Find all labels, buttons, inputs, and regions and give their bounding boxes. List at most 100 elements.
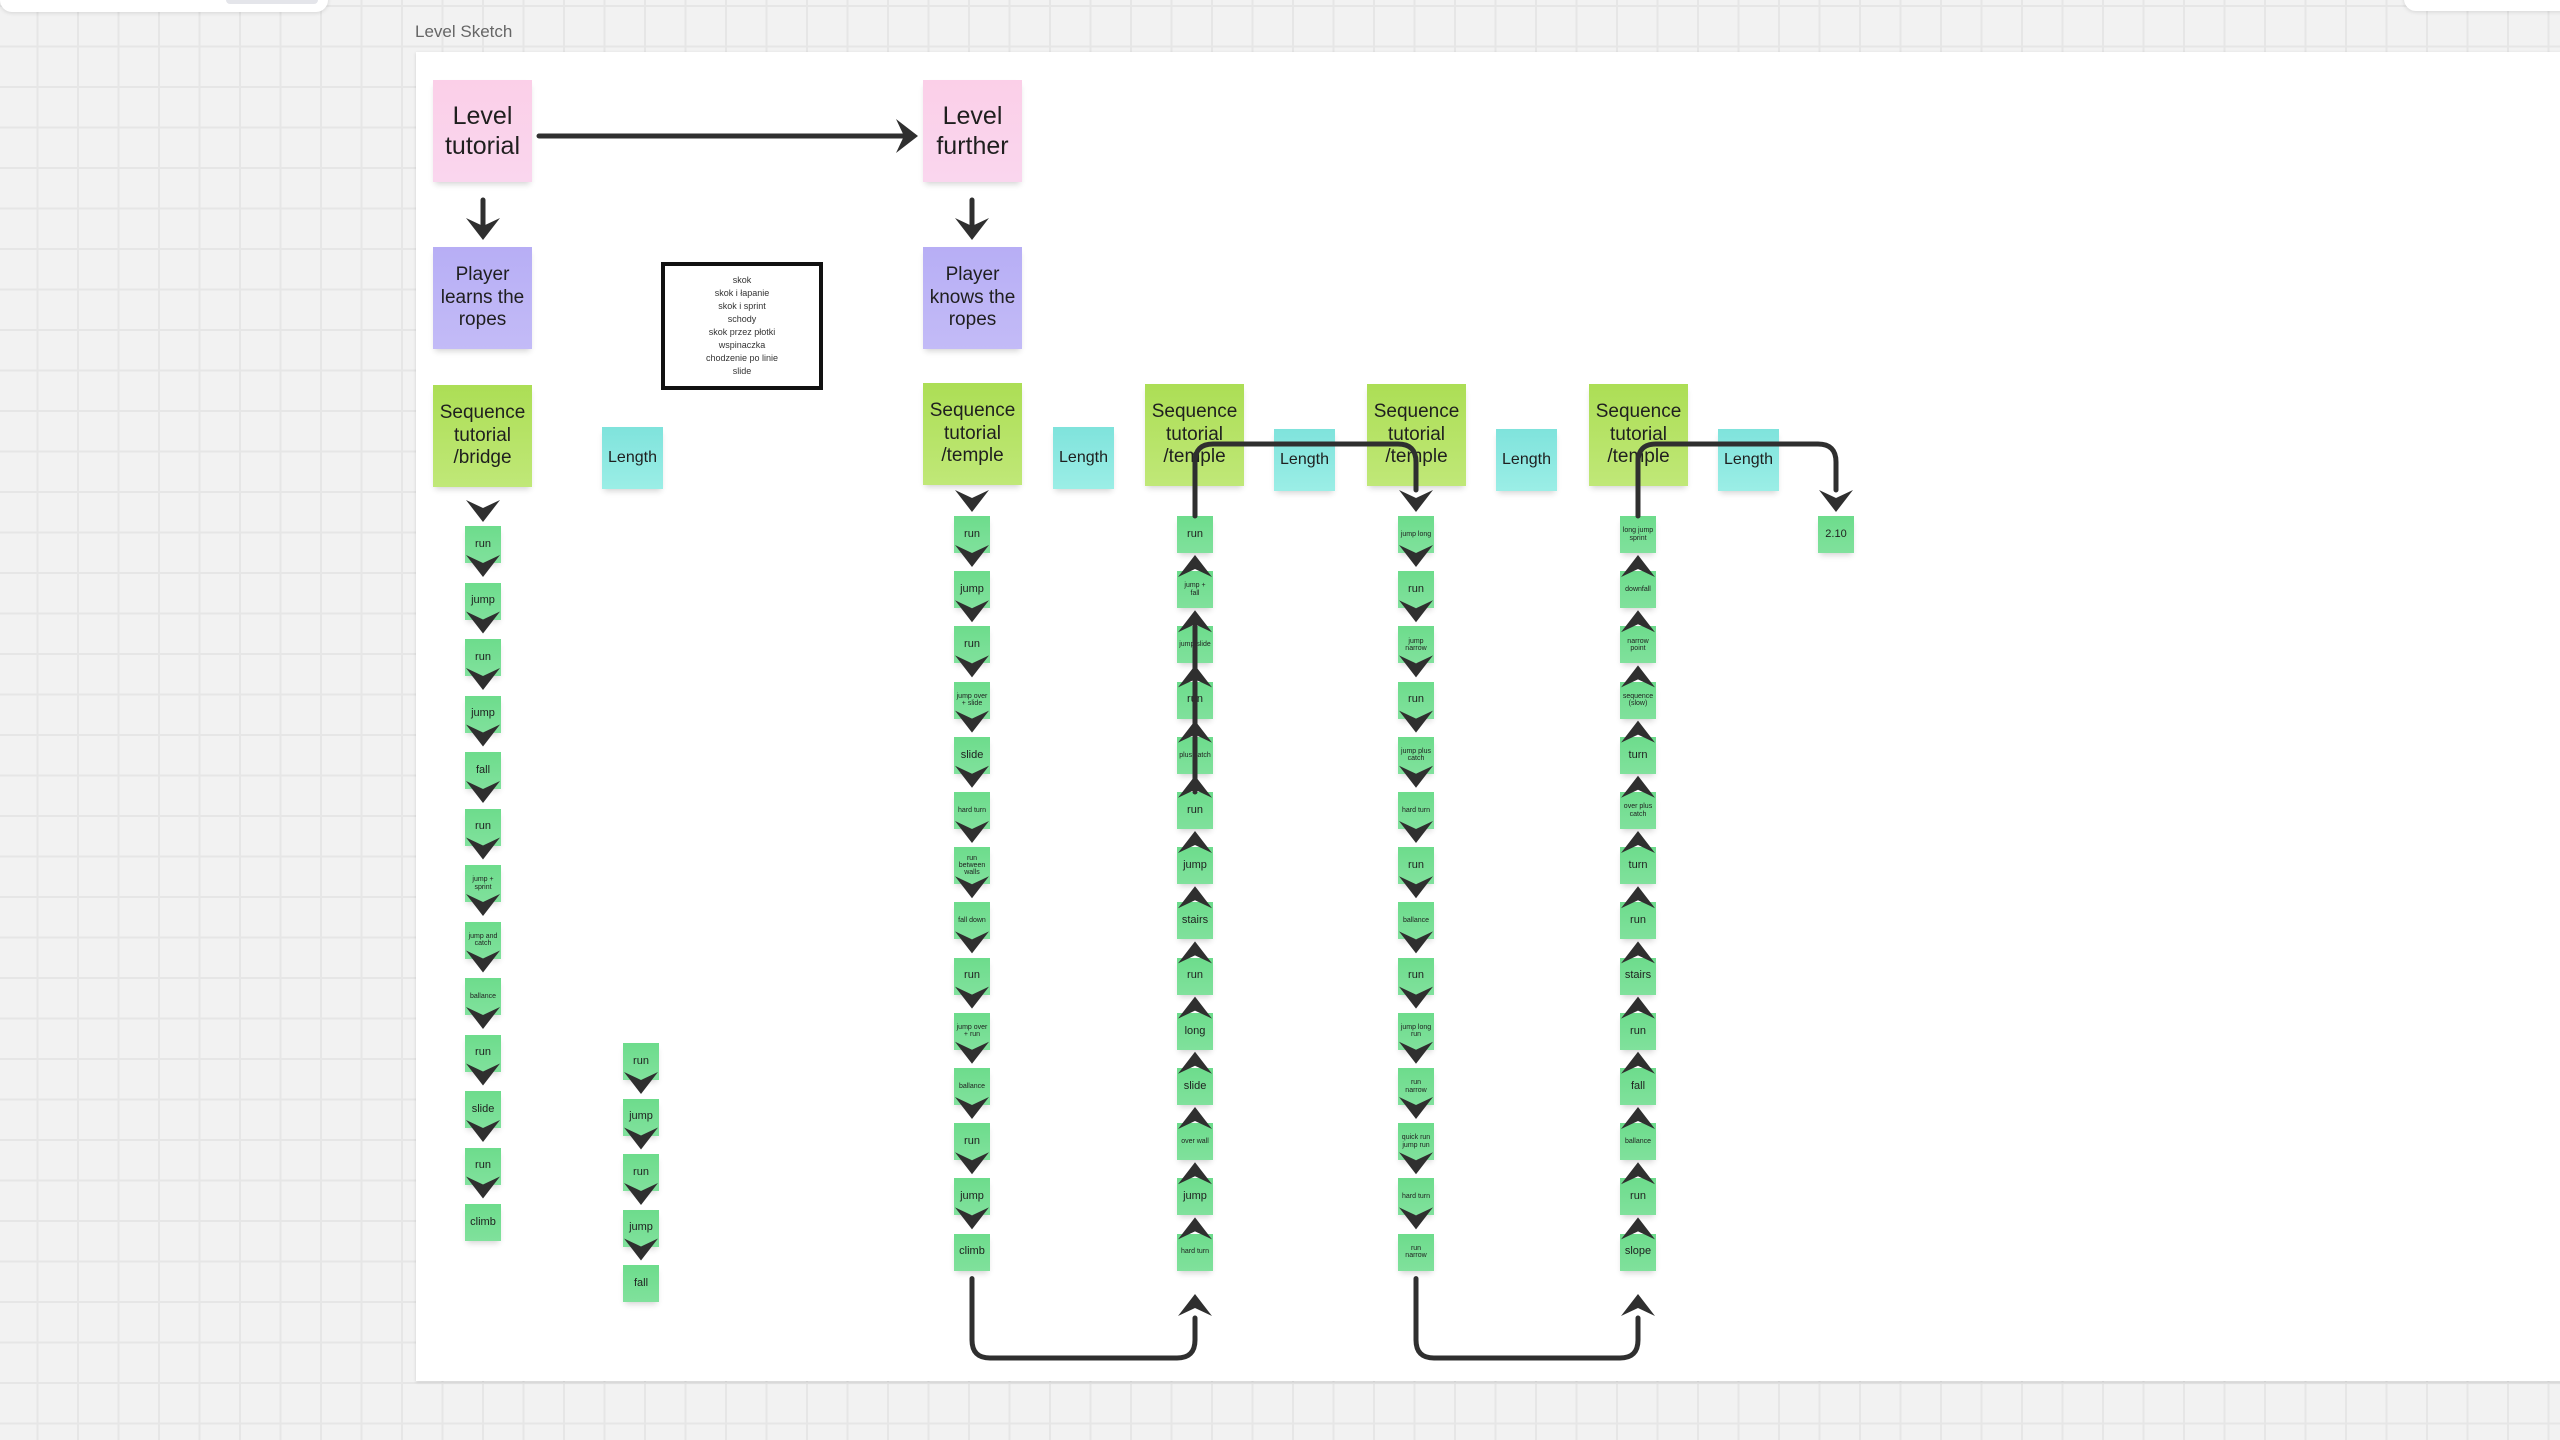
step-note[interactable]: run bbox=[954, 957, 990, 995]
moves-list-item: skok bbox=[732, 274, 752, 285]
toolbar-panel[interactable] bbox=[0, 0, 328, 12]
step-note[interactable]: run bbox=[954, 516, 990, 553]
step-note[interactable]: run bbox=[954, 626, 990, 664]
step-note[interactable]: run narrow bbox=[1398, 1068, 1434, 1105]
step-note[interactable]: jump bbox=[623, 1098, 659, 1136]
step-note[interactable]: run bbox=[465, 1034, 501, 1072]
moves-list-item: chodzenie po linie bbox=[705, 353, 779, 364]
step-note[interactable]: stairs bbox=[1177, 902, 1213, 940]
note-level-tutorial[interactable]: Level tutorial bbox=[433, 80, 532, 182]
note-length[interactable]: Length bbox=[1274, 429, 1335, 491]
step-note[interactable]: long bbox=[1177, 1012, 1213, 1050]
step-note[interactable]: hard turn bbox=[1398, 792, 1434, 829]
step-note[interactable]: jump and catch bbox=[465, 921, 501, 959]
step-note[interactable]: run bbox=[1398, 681, 1434, 719]
step-note[interactable]: fall bbox=[623, 1265, 659, 1302]
step-note[interactable]: run bbox=[1177, 681, 1213, 719]
note-sequence-bridge[interactable]: Sequence tutorial /bridge bbox=[433, 385, 532, 487]
note-sequence-temple[interactable]: Sequence tutorial /temple bbox=[1367, 384, 1466, 486]
moves-list-item: slide bbox=[732, 366, 752, 377]
step-note[interactable]: run bbox=[465, 526, 501, 563]
note-player-knows[interactable]: Player knows the ropes bbox=[923, 247, 1022, 349]
step-note[interactable]: jump slide bbox=[1177, 626, 1213, 664]
step-note[interactable]: turn bbox=[1620, 736, 1656, 774]
step-note[interactable]: stairs bbox=[1620, 957, 1656, 995]
step-note[interactable]: jump over + slide bbox=[954, 681, 990, 719]
step-note[interactable]: jump bbox=[1177, 1178, 1213, 1216]
step-note[interactable]: long jump sprint bbox=[1620, 516, 1656, 553]
moves-list-item: skok przez płotki bbox=[708, 327, 776, 337]
step-note[interactable]: narrow point bbox=[1620, 626, 1656, 664]
note-sequence-temple[interactable]: Sequence tutorial /temple bbox=[1145, 384, 1244, 486]
step-note[interactable]: climb bbox=[465, 1204, 501, 1241]
step-note[interactable]: slope bbox=[1620, 1233, 1656, 1271]
step-note[interactable]: jump long run bbox=[1398, 1012, 1434, 1050]
step-note[interactable]: jump narrow bbox=[1398, 626, 1434, 664]
step-note[interactable]: run bbox=[623, 1043, 659, 1080]
step-note[interactable]: ballance bbox=[954, 1068, 990, 1105]
step-note[interactable]: plus catch bbox=[1177, 736, 1213, 774]
step-note[interactable]: run bbox=[1177, 516, 1213, 553]
step-note[interactable]: jump over + run bbox=[954, 1012, 990, 1050]
step-note[interactable]: run bbox=[465, 808, 501, 846]
step-note[interactable]: over wall bbox=[1177, 1123, 1213, 1161]
step-note[interactable]: hard turn bbox=[954, 792, 990, 829]
step-note[interactable]: over plus catch bbox=[1620, 792, 1656, 829]
step-note[interactable]: fall bbox=[465, 752, 501, 789]
step-note[interactable]: jump plus catch bbox=[1398, 736, 1434, 774]
note-length[interactable]: Length bbox=[1496, 429, 1557, 491]
step-note[interactable]: run narrow bbox=[1398, 1233, 1434, 1271]
step-note[interactable]: jump bbox=[1177, 847, 1213, 885]
step-note[interactable]: fall bbox=[1620, 1068, 1656, 1105]
top-right-panel[interactable] bbox=[2404, 0, 2560, 11]
step-note[interactable]: ballance bbox=[465, 978, 501, 1015]
step-note[interactable]: jump bbox=[954, 571, 990, 609]
step-note[interactable]: jump bbox=[465, 695, 501, 733]
step-note[interactable]: slide bbox=[465, 1091, 501, 1128]
step-note[interactable]: run bbox=[954, 1123, 990, 1161]
step-note[interactable]: downfall bbox=[1620, 571, 1656, 609]
moves-list-item: wspinaczka bbox=[718, 340, 766, 351]
step-note[interactable]: run bbox=[1398, 957, 1434, 995]
step-note[interactable]: run bbox=[1620, 1178, 1656, 1216]
step-note[interactable]: jump long bbox=[1398, 516, 1434, 553]
step-note[interactable]: slide bbox=[1177, 1068, 1213, 1105]
step-note[interactable]: jump bbox=[465, 582, 501, 620]
step-note[interactable]: run bbox=[1620, 1012, 1656, 1050]
step-note[interactable]: run bbox=[623, 1154, 659, 1191]
step-note[interactable]: run bbox=[1398, 847, 1434, 885]
step-note[interactable]: run bbox=[1177, 957, 1213, 995]
note-length[interactable]: Length bbox=[602, 427, 663, 489]
step-note[interactable]: hard turn bbox=[1398, 1178, 1434, 1216]
note-length[interactable]: Length bbox=[1053, 427, 1114, 489]
step-note[interactable]: run between walls bbox=[954, 847, 990, 885]
step-note[interactable]: slide bbox=[954, 736, 990, 774]
step-note[interactable]: 2.10 bbox=[1818, 516, 1854, 553]
step-note[interactable]: quick run jump run bbox=[1398, 1123, 1434, 1161]
step-note[interactable]: hard turn bbox=[1177, 1233, 1213, 1271]
step-note[interactable]: run bbox=[465, 1147, 501, 1185]
moves-list-item: skok i łapanie bbox=[714, 287, 770, 298]
note-sequence-temple[interactable]: Sequence tutorial /temple bbox=[1589, 384, 1688, 486]
frame-title[interactable]: Level Sketch bbox=[415, 22, 513, 41]
note-player-learns[interactable]: Player learns the ropes bbox=[433, 247, 532, 349]
note-length[interactable]: Length bbox=[1718, 429, 1779, 491]
note-sequence-temple[interactable]: Sequence tutorial /temple bbox=[923, 383, 1022, 485]
toolbar-button[interactable] bbox=[226, 0, 318, 4]
note-level-further[interactable]: Level further bbox=[923, 80, 1022, 182]
step-note[interactable]: run bbox=[1620, 902, 1656, 940]
step-note[interactable]: ballance bbox=[1398, 902, 1434, 940]
step-note[interactable]: sequence (slow) bbox=[1620, 681, 1656, 719]
step-note[interactable]: ballance bbox=[1620, 1123, 1656, 1161]
step-note[interactable]: run bbox=[1398, 571, 1434, 609]
step-note[interactable]: jump + sprint bbox=[465, 865, 501, 902]
step-note[interactable]: fall down bbox=[954, 902, 990, 940]
step-note[interactable]: run bbox=[1177, 792, 1213, 829]
step-note[interactable]: turn bbox=[1620, 847, 1656, 885]
step-note[interactable]: jump bbox=[623, 1209, 659, 1247]
step-note[interactable]: climb bbox=[954, 1233, 990, 1271]
step-note[interactable]: jump bbox=[954, 1178, 990, 1216]
step-note[interactable]: run bbox=[465, 639, 501, 676]
step-note[interactable]: jump + fall bbox=[1177, 571, 1213, 609]
